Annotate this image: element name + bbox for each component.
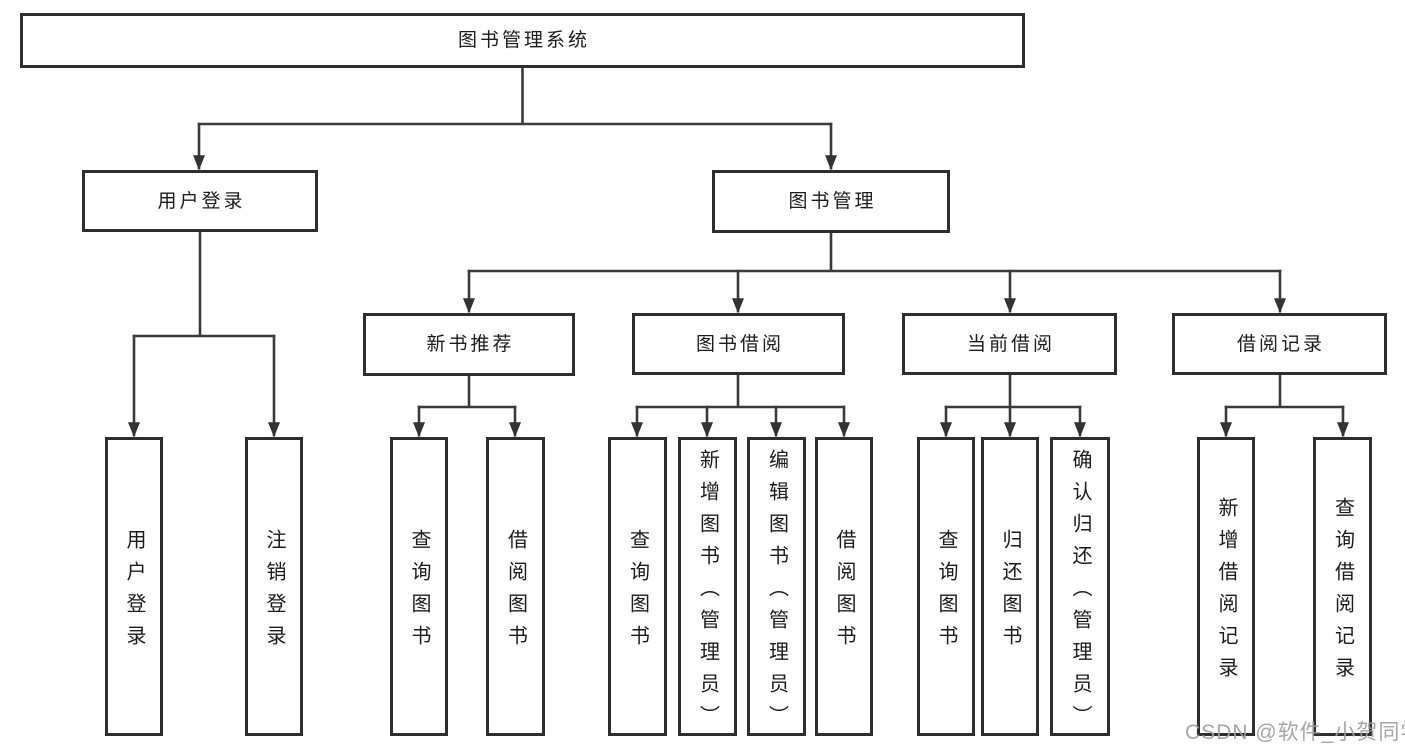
connector-new-book-stem bbox=[417, 374, 517, 409]
node-label: 编辑图书（管理员） bbox=[765, 448, 788, 737]
node-current-borrowing: 当前借阅 bbox=[902, 313, 1117, 375]
node-label: 新增图书（管理员） bbox=[696, 448, 719, 737]
node-label: 借阅记录 bbox=[1236, 333, 1325, 355]
node-label: 注销登录 bbox=[263, 528, 285, 657]
node-label: 借阅图书 bbox=[504, 528, 527, 657]
node-label: 用户登录 bbox=[157, 190, 246, 212]
node-label: 查询图书 bbox=[935, 528, 957, 657]
connector-borrow-records-stem bbox=[1224, 373, 1345, 409]
node-label: 用户登录 bbox=[123, 528, 145, 657]
node-book-management: 图书管理 bbox=[712, 170, 950, 233]
leaf-add-borrow-record: 新增借阅记录 bbox=[1197, 437, 1255, 736]
node-label: 新书推荐 bbox=[426, 334, 515, 355]
node-label: 新增借阅记录 bbox=[1215, 496, 1237, 689]
node-label: 借阅图书 bbox=[833, 528, 855, 657]
csdn-watermark: CSDN @软件_小贺同学 bbox=[1185, 721, 1405, 744]
node-label: 图书借阅 bbox=[695, 333, 784, 355]
node-label: 图书管理 bbox=[788, 191, 877, 212]
connector-user-login-stem bbox=[132, 230, 276, 338]
connector-root-stem bbox=[197, 66, 833, 126]
node-user-login: 用户登录 bbox=[82, 170, 318, 232]
node-book-borrowing: 图书借阅 bbox=[632, 313, 845, 375]
leaf-query-borrow-record: 查询借阅记录 bbox=[1313, 437, 1372, 736]
node-borrow-records: 借阅记录 bbox=[1172, 313, 1387, 375]
leaf-borrow-books-recommend: 借阅图书 bbox=[486, 437, 545, 736]
node-label: 查询图书 bbox=[408, 528, 430, 657]
node-book-management-system: 图书管理系统 bbox=[20, 13, 1025, 68]
node-label: 查询图书 bbox=[626, 528, 649, 657]
node-label: 查询借阅记录 bbox=[1331, 496, 1354, 689]
connector-current-borrow-stem bbox=[944, 373, 1082, 409]
leaf-borrow-books: 借阅图书 bbox=[815, 437, 873, 736]
node-label: 图书管理系统 bbox=[457, 30, 590, 51]
connector-book-borrow-stem bbox=[635, 373, 846, 409]
leaf-query-books-recommend: 查询图书 bbox=[390, 437, 448, 736]
node-label: 归还图书 bbox=[999, 528, 1021, 657]
leaf-edit-book-admin: 编辑图书（管理员） bbox=[747, 437, 806, 737]
leaf-return-book: 归还图书 bbox=[981, 437, 1039, 736]
leaf-confirm-return-admin: 确认归还（管理员） bbox=[1050, 437, 1110, 737]
connector-book-mgmt-stem bbox=[467, 231, 1282, 273]
node-label: 当前借阅 bbox=[966, 333, 1055, 355]
leaf-user-login: 用户登录 bbox=[105, 437, 163, 736]
leaf-query-books-current: 查询图书 bbox=[917, 437, 975, 736]
node-label: 确认归还（管理员） bbox=[1069, 448, 1091, 737]
leaf-add-book-admin: 新增图书（管理员） bbox=[678, 437, 737, 737]
leaf-logout: 注销登录 bbox=[245, 437, 303, 736]
leaf-query-books-borrowing: 查询图书 bbox=[608, 437, 667, 736]
node-new-book-recommend: 新书推荐 bbox=[363, 313, 575, 376]
